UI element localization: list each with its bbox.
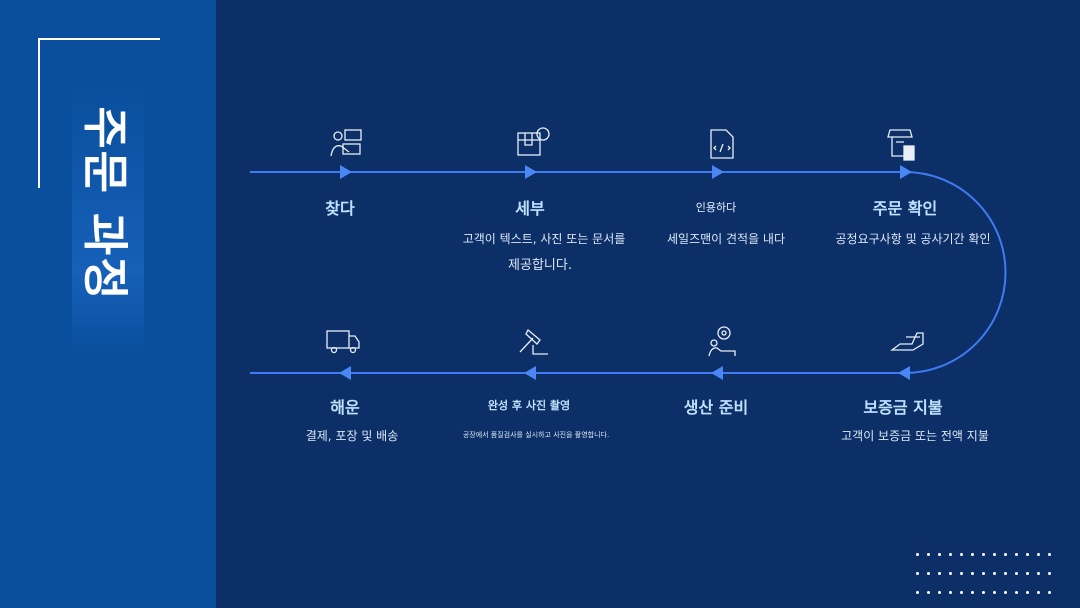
step-desc-details: 고객이 텍스트, 사진 또는 문서를: [462, 232, 626, 246]
step-title-details: 세부: [515, 199, 545, 218]
step-desc-deposit: 고객이 보증금 또는 전액 지불: [841, 429, 989, 443]
arrow-marker: [524, 366, 536, 380]
step-title-shipping: 해운: [330, 398, 360, 417]
corner-frame: [38, 38, 160, 188]
step-title-find: 찾다: [325, 199, 355, 218]
step-title-photo: 완성 후 사진 촬영: [487, 399, 571, 412]
step-desc-details-2: 제공합니다.: [508, 258, 572, 273]
title-box: 주문 과정: [72, 84, 144, 354]
arrow-marker: [340, 165, 352, 179]
step-desc-photo: 공장에서 품질검사를 실시하고 사진을 촬영합니다.: [462, 431, 610, 439]
step-title-production: 생산 준비: [683, 398, 749, 417]
dots-decoration: [912, 548, 1057, 605]
step-desc-quote: 세일즈맨이 견적을 내다: [666, 232, 786, 246]
arrow-marker: [900, 165, 912, 179]
step-title-confirm: 주문 확인: [872, 199, 938, 218]
side-panel: 주문 과정: [0, 0, 216, 608]
arrow-marker: [711, 366, 723, 380]
arrow-marker: [339, 366, 351, 380]
step-title-quote: 인용하다: [695, 201, 737, 214]
arrow-marker: [898, 366, 910, 380]
step-title-deposit: 보증금 지불: [863, 398, 943, 417]
step-desc-confirm: 공정요구사항 및 공사기간 확인: [835, 232, 991, 246]
arrow-marker: [712, 165, 724, 179]
arrow-marker: [525, 165, 537, 179]
step-desc-shipping: 결제, 포장 및 배송: [305, 429, 399, 443]
